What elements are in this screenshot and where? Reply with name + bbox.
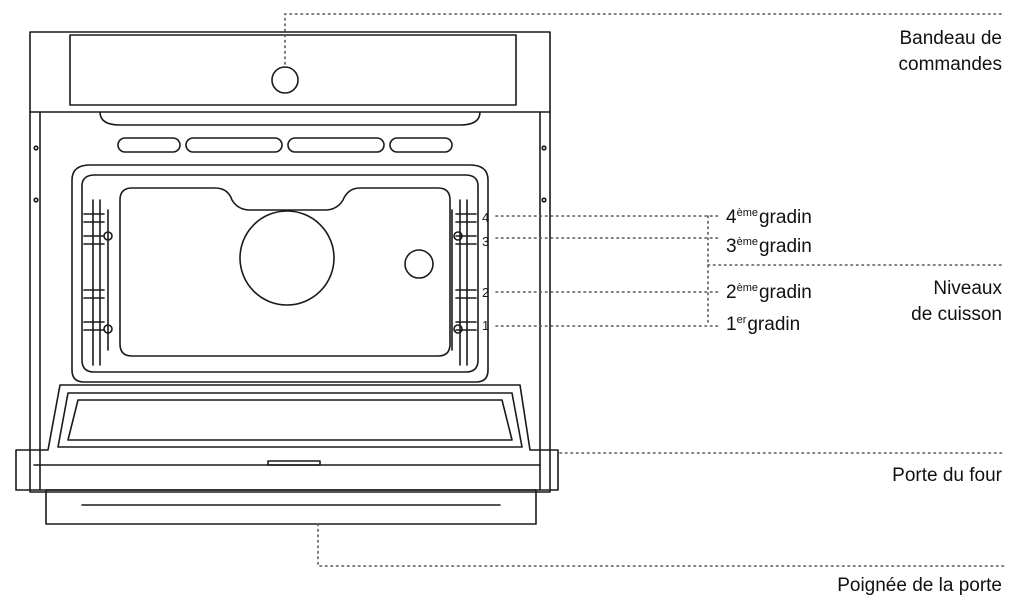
back-panel: [119, 187, 451, 357]
label-door-handle: Poignée de la porte: [837, 575, 1002, 596]
label-control-panel: Bandeau de commandes: [898, 28, 1003, 75]
convection-fan-icon: [239, 210, 335, 306]
control-panel: [69, 34, 517, 106]
rack-number-2: 2: [482, 285, 489, 300]
rack-number-1: 1: [482, 318, 489, 333]
door-handle: [45, 489, 537, 525]
rack-number-4: 4: [482, 210, 489, 225]
vent-slots: [117, 137, 453, 153]
rack-level-numbers: 4 3 2 1: [482, 210, 489, 333]
oven-door: [15, 384, 559, 491]
leader-door-handle: [317, 523, 1006, 567]
label-cooking-levels: Niveaux de cuisson: [911, 278, 1002, 325]
left-shelf-rail: [83, 199, 113, 366]
leader-control-panel: [284, 13, 1006, 65]
control-knob-icon: [271, 66, 299, 94]
label-level-4: 4èmegradin: [726, 207, 812, 228]
oven-cabinet: [29, 31, 551, 493]
oven-light-icon: [404, 249, 434, 279]
label-level-2: 2èmegradin: [726, 282, 812, 303]
label-level-1: 1ergradin: [726, 314, 801, 335]
leader-cooking-levels: [707, 215, 1006, 327]
door-window-strip: [267, 460, 321, 466]
right-shelf-rail: [451, 199, 477, 366]
label-oven-door: Porte du four: [892, 465, 1002, 486]
label-level-3: 3èmegradin: [726, 236, 812, 257]
rack-number-3: 3: [482, 234, 489, 249]
oven-cavity: [71, 164, 489, 383]
